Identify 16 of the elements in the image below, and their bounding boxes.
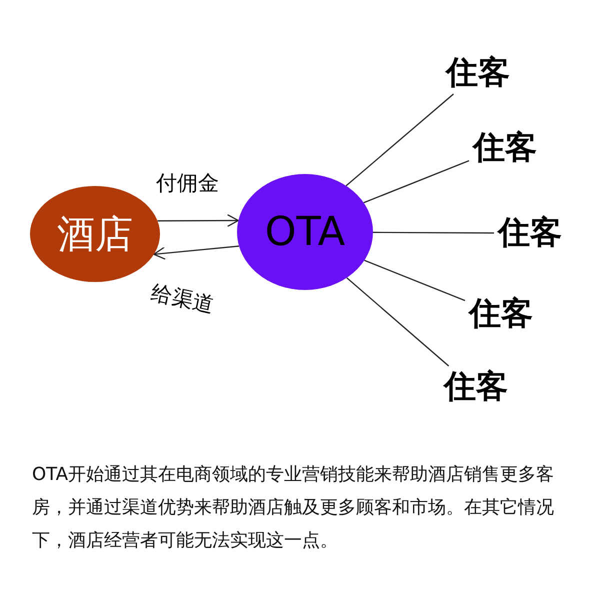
connector-line: [346, 277, 450, 366]
guest-label: 住客: [469, 127, 541, 169]
connector-line: [346, 94, 454, 186]
ota-ellipse: OTA: [237, 174, 373, 290]
connector-line: [373, 232, 494, 234]
hotel-ellipse: 酒店: [30, 186, 160, 282]
arrow: [153, 246, 240, 260]
guest-label: 住客: [494, 212, 566, 254]
guest-label: 住客: [442, 52, 514, 94]
guest-label: 住客: [440, 366, 512, 408]
connector-line: [364, 260, 466, 302]
connector-line: [363, 160, 470, 204]
arrow: [158, 214, 239, 228]
guest-label: 住客: [465, 293, 537, 335]
caption: OTA开始通过其在电商领域的专业营销技能来帮助酒店销售更多客房，并通过渠道优势来帮助酒店触及更多顾客和市场。在其它情况下，酒店经营者可能无法实现这一点。: [32, 463, 556, 553]
edge-label: 付佣金: [154, 172, 221, 196]
